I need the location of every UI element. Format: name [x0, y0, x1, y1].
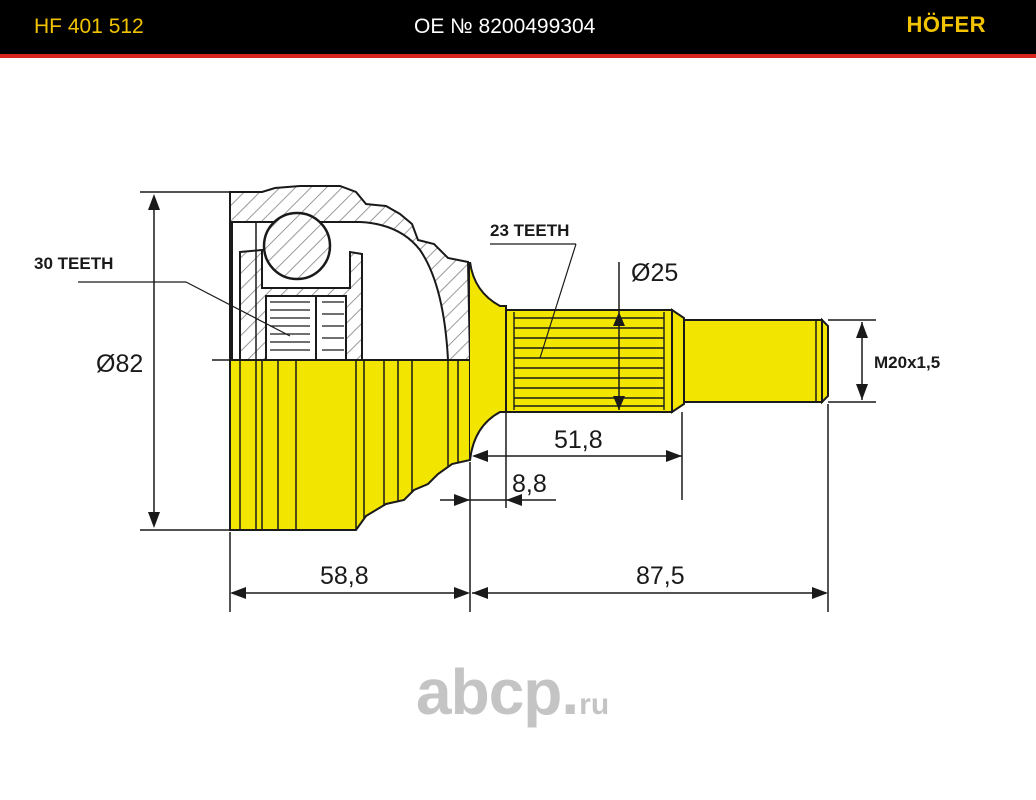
header-bar	[0, 0, 1036, 54]
stub-shaft	[469, 261, 829, 461]
shaft-diameter-label: Ø25	[631, 259, 678, 287]
shaft-length-label: 87,5	[636, 562, 685, 590]
housing-body	[229, 359, 471, 531]
outer-teeth-label: 30 TEETH	[34, 254, 113, 273]
outer-diameter-label: Ø82	[96, 350, 143, 378]
brand-logo: HÖFER	[906, 12, 986, 37]
ball	[262, 211, 332, 281]
watermark-text: abcp	[416, 656, 562, 728]
spline-length-label: 51,8	[554, 426, 603, 454]
header-accent-line	[0, 54, 1036, 58]
dimension-lines	[140, 191, 876, 612]
oe-number: OE № 8200499304	[414, 15, 596, 38]
part-number: HF 401 512	[34, 15, 144, 38]
thread-label: M20x1,5	[874, 353, 940, 372]
watermark-logo: abcp.ru	[416, 656, 610, 728]
leader-lines	[78, 243, 577, 359]
body-length-label: 58,8	[320, 562, 369, 590]
shaft-teeth-label: 23 TEETH	[490, 221, 569, 240]
watermark-tld: ru	[579, 688, 610, 721]
housing-section	[229, 185, 472, 361]
shoulder-length-label: 8,8	[512, 470, 547, 498]
